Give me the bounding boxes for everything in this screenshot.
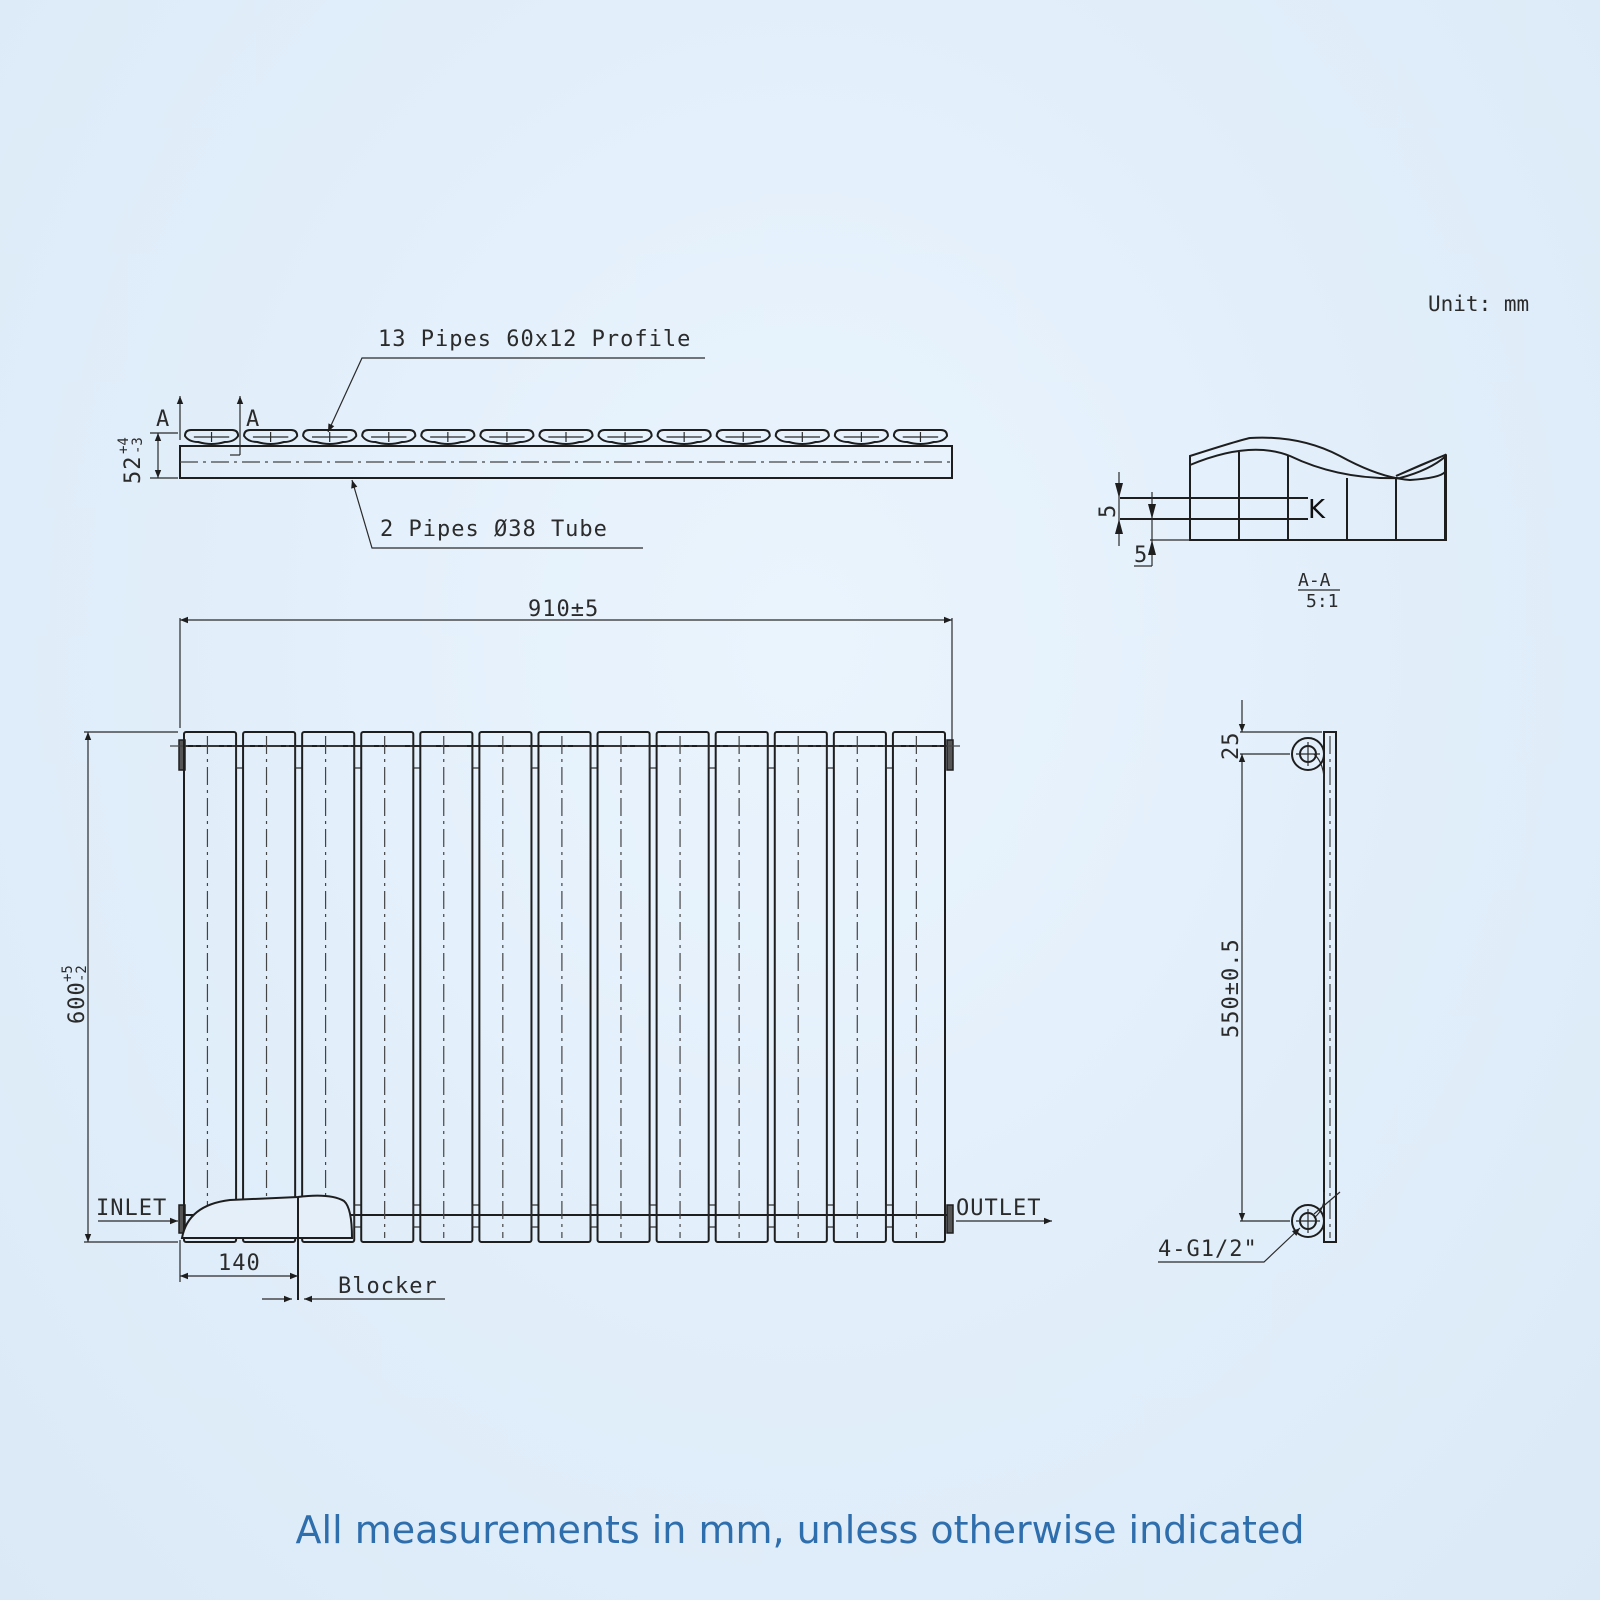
blocker-offset-dimension: 140 (218, 1251, 261, 1276)
svg-text:600: 600 (65, 981, 90, 1024)
footer-note: All measurements in mm, unless otherwise… (295, 1508, 1305, 1552)
top-profile (656, 429, 712, 445)
inlet-label: INLET (96, 1196, 167, 1221)
front-view: 910±5 600 +5 -2 INLET OUTLET 140 (60, 597, 1052, 1303)
front-pipe (360, 731, 421, 1243)
top-view: A A 52 +4 -3 13 Pipes 60x12 Profile 2 Pi… (116, 327, 953, 549)
section-scale: 5:1 (1306, 591, 1339, 612)
section-mark-left: A (156, 407, 170, 432)
blocker-shape (180, 1194, 354, 1239)
section-view: 5 5 K A-A 5:1 (1096, 436, 1447, 612)
front-pipe (891, 731, 947, 1243)
top-profile (833, 429, 889, 445)
profile-callout: 13 Pipes 60x12 Profile (378, 327, 691, 352)
top-view-profiles (183, 429, 949, 445)
front-pipe (242, 731, 303, 1243)
top-profile (183, 429, 240, 445)
center-dimension: 550±0.5 (1219, 938, 1244, 1038)
side-view-body (1323, 731, 1337, 1243)
side-view: 25 550±0.5 4-G1/2" (1158, 700, 1341, 1263)
front-pipe (419, 731, 480, 1243)
svg-text:-2: -2 (74, 965, 90, 982)
section-marker-k: K (1308, 495, 1326, 525)
top-profile (715, 429, 771, 445)
top-profile (479, 429, 535, 445)
svg-text:52: 52 (121, 456, 146, 485)
outlet-label: OUTLET (956, 1196, 1041, 1221)
section-mark-right: A (246, 407, 260, 432)
front-pipe (773, 731, 835, 1243)
svg-text:+4: +4 (116, 437, 132, 454)
width-dimension: 910±5 (528, 597, 599, 622)
top-profile (892, 429, 949, 445)
section-label: A-A (1298, 570, 1331, 591)
front-pipe (655, 731, 717, 1243)
top-profile (538, 429, 594, 445)
front-pipe (596, 731, 658, 1243)
connection-label: 4-G1/2" (1158, 1237, 1258, 1262)
section-dim-lower: 5 (1134, 543, 1148, 568)
svg-text:-3: -3 (130, 437, 146, 454)
top-profile (361, 429, 417, 445)
top-profile (420, 429, 476, 445)
front-view-pipes (183, 731, 947, 1243)
blocker-label: Blocker (338, 1274, 438, 1299)
front-pipe (714, 731, 776, 1243)
front-pipe (537, 731, 599, 1243)
front-pipe (832, 731, 894, 1243)
front-pipe (301, 731, 362, 1243)
side-connector-bottom (1291, 1204, 1325, 1238)
top-profile (774, 429, 830, 445)
front-pipe (478, 731, 540, 1243)
top-profile (302, 429, 358, 445)
top-offset-dimension: 25 (1219, 732, 1244, 761)
unit-label: Unit: mm (1428, 292, 1530, 316)
top-profile (243, 429, 299, 445)
tube-callout: 2 Pipes Ø38 Tube (380, 517, 608, 542)
side-connector-top (1291, 737, 1325, 771)
top-profile (597, 429, 653, 445)
svg-text:+5: +5 (60, 965, 76, 982)
height-dimension: 600 +5 -2 (60, 965, 90, 1024)
front-pipe (183, 731, 244, 1243)
depth-dimension: 52 +4 -3 (116, 437, 146, 484)
section-dim-upper: 5 (1096, 504, 1121, 518)
